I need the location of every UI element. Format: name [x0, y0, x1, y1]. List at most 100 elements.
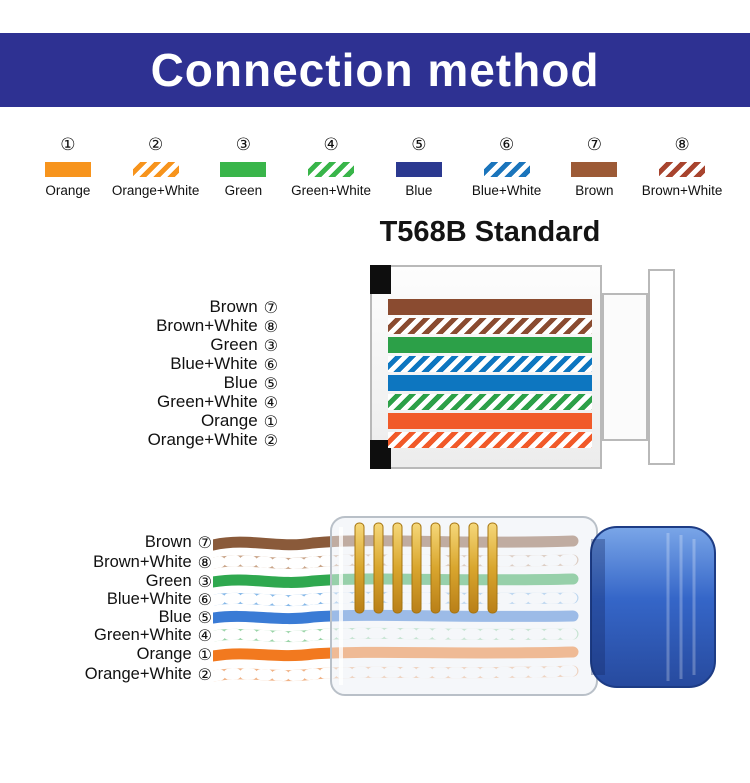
wire-row-label: Brown ⑦ [0, 297, 278, 317]
wire-label: Orange [200, 411, 258, 430]
connector-photo [213, 516, 716, 696]
wire-number: ⑤ [263, 373, 278, 393]
wire-band [388, 394, 592, 410]
page: Connection method ① Orange ② Orange+Whit… [0, 33, 750, 783]
wire-label: Blue [158, 607, 192, 626]
legend-item: ② Orange+White [112, 135, 200, 198]
wire-band [388, 299, 592, 315]
wire-row-label: Green ③ [0, 335, 278, 355]
wire-number: ③ [263, 335, 278, 355]
wire-label: Green [145, 571, 192, 590]
pin [430, 522, 441, 614]
connector-black-bar-bottom [370, 440, 391, 469]
connector-boot [590, 526, 716, 688]
wire-band [388, 337, 592, 353]
wire-number: ① [263, 411, 278, 431]
boot-collar [591, 539, 605, 675]
wire-band [388, 432, 592, 448]
wire-label: Green+White [157, 392, 258, 411]
wire-row-label: Orange ① [0, 411, 278, 431]
wire-number: ③ [197, 571, 212, 591]
wire-band [388, 375, 592, 391]
legend-item: ③ Green [200, 135, 288, 198]
wire-label: Brown+White [93, 552, 192, 571]
legend-color-swatch [659, 162, 706, 177]
wire-number: ② [263, 430, 278, 450]
legend-label: Green [224, 183, 263, 198]
legend-number: ② [148, 135, 164, 155]
legend-number: ④ [323, 135, 339, 155]
legend-item: ⑧ Brown+White [638, 135, 726, 198]
wire-label: Orange [136, 644, 192, 663]
legend-number: ⑧ [674, 135, 690, 155]
legend-color-swatch [395, 162, 442, 177]
wire-number: ⑧ [263, 316, 278, 336]
wire-number: ⑦ [263, 297, 278, 317]
wire-label: Green [210, 335, 258, 354]
legend-label: Blue+White [471, 183, 542, 198]
wire-number: ⑥ [197, 589, 212, 609]
wire-row-label: Blue+White ⑥ [0, 589, 212, 609]
wire-band [388, 413, 592, 429]
legend-item: ① Orange [24, 135, 112, 198]
connector-photo-section: Brown ⑦ Brown+White ⑧ Green ③ Blue+White ⑥ B… [0, 499, 750, 734]
wire-row-label: Green ③ [0, 571, 212, 591]
wire-label: Blue [223, 373, 258, 392]
wire-label: Blue+White [170, 354, 258, 373]
connector-clear-body [330, 516, 598, 696]
legend-color-swatch [483, 162, 530, 177]
wire-label: Brown [209, 297, 258, 316]
page-title: Connection method [150, 44, 600, 96]
legend-item: ④ Green+White [287, 135, 375, 198]
legend-item: ⑥ Blue+White [463, 135, 551, 198]
connector-pins [354, 522, 498, 614]
wire-number: ② [197, 664, 212, 684]
legend-color-swatch [308, 162, 355, 177]
legend-color-swatch [44, 162, 91, 177]
connector-latch [602, 293, 648, 441]
wire-row-label: Orange+White ② [0, 430, 278, 450]
header-banner: Connection method [0, 33, 750, 107]
legend-label: Orange [45, 183, 91, 198]
wire-label: Brown+White [156, 316, 258, 335]
pin [354, 522, 365, 614]
wire-row-label: Orange ① [0, 644, 212, 664]
wire-row-label: Blue ⑤ [0, 607, 212, 627]
wire-band-stack [388, 299, 592, 448]
legend-color-swatch [220, 162, 267, 177]
legend-item: ⑤ Blue [375, 135, 463, 198]
legend-label: Blue [405, 183, 433, 198]
t568b-schematic: Brown ⑦ Brown+White ⑧ Green ③ Blue+White ⑥ B… [0, 261, 750, 493]
wire-number: ⑤ [197, 607, 212, 627]
legend-label: Orange+White [111, 183, 200, 198]
legend-number: ① [60, 135, 76, 155]
pin [373, 522, 384, 614]
wire-band [388, 318, 592, 334]
wire-number: ⑧ [197, 552, 212, 572]
wire-row-label: Brown ⑦ [0, 532, 212, 552]
wire-number: ⑦ [197, 532, 212, 552]
wire-color-legend: ① Orange ② Orange+White ③ Green ④ Green+… [0, 135, 750, 198]
legend-number: ⑤ [411, 135, 427, 155]
wire-number: ① [197, 644, 212, 664]
wire-label: Blue+White [106, 589, 192, 608]
wire-row-label: Brown+White ⑧ [0, 552, 212, 572]
legend-label: Brown [575, 183, 614, 198]
wire-number: ④ [263, 392, 278, 412]
wire-band [388, 356, 592, 372]
legend-color-swatch [132, 162, 179, 177]
wire-label: Brown [144, 532, 192, 551]
legend-label: Brown+White [641, 183, 723, 198]
connector-latch-tab [648, 269, 675, 465]
wire-row-label: Brown+White ⑧ [0, 316, 278, 336]
wire-label: Orange+White [147, 430, 258, 449]
legend-item: ⑦ Brown [551, 135, 639, 198]
standard-title: T568B Standard [379, 216, 601, 248]
wire-label: Orange+White [84, 664, 192, 683]
wire-number: ⑥ [263, 354, 278, 374]
pin [392, 522, 403, 614]
legend-number: ⑥ [499, 135, 515, 155]
pin [449, 522, 460, 614]
pin [411, 522, 422, 614]
